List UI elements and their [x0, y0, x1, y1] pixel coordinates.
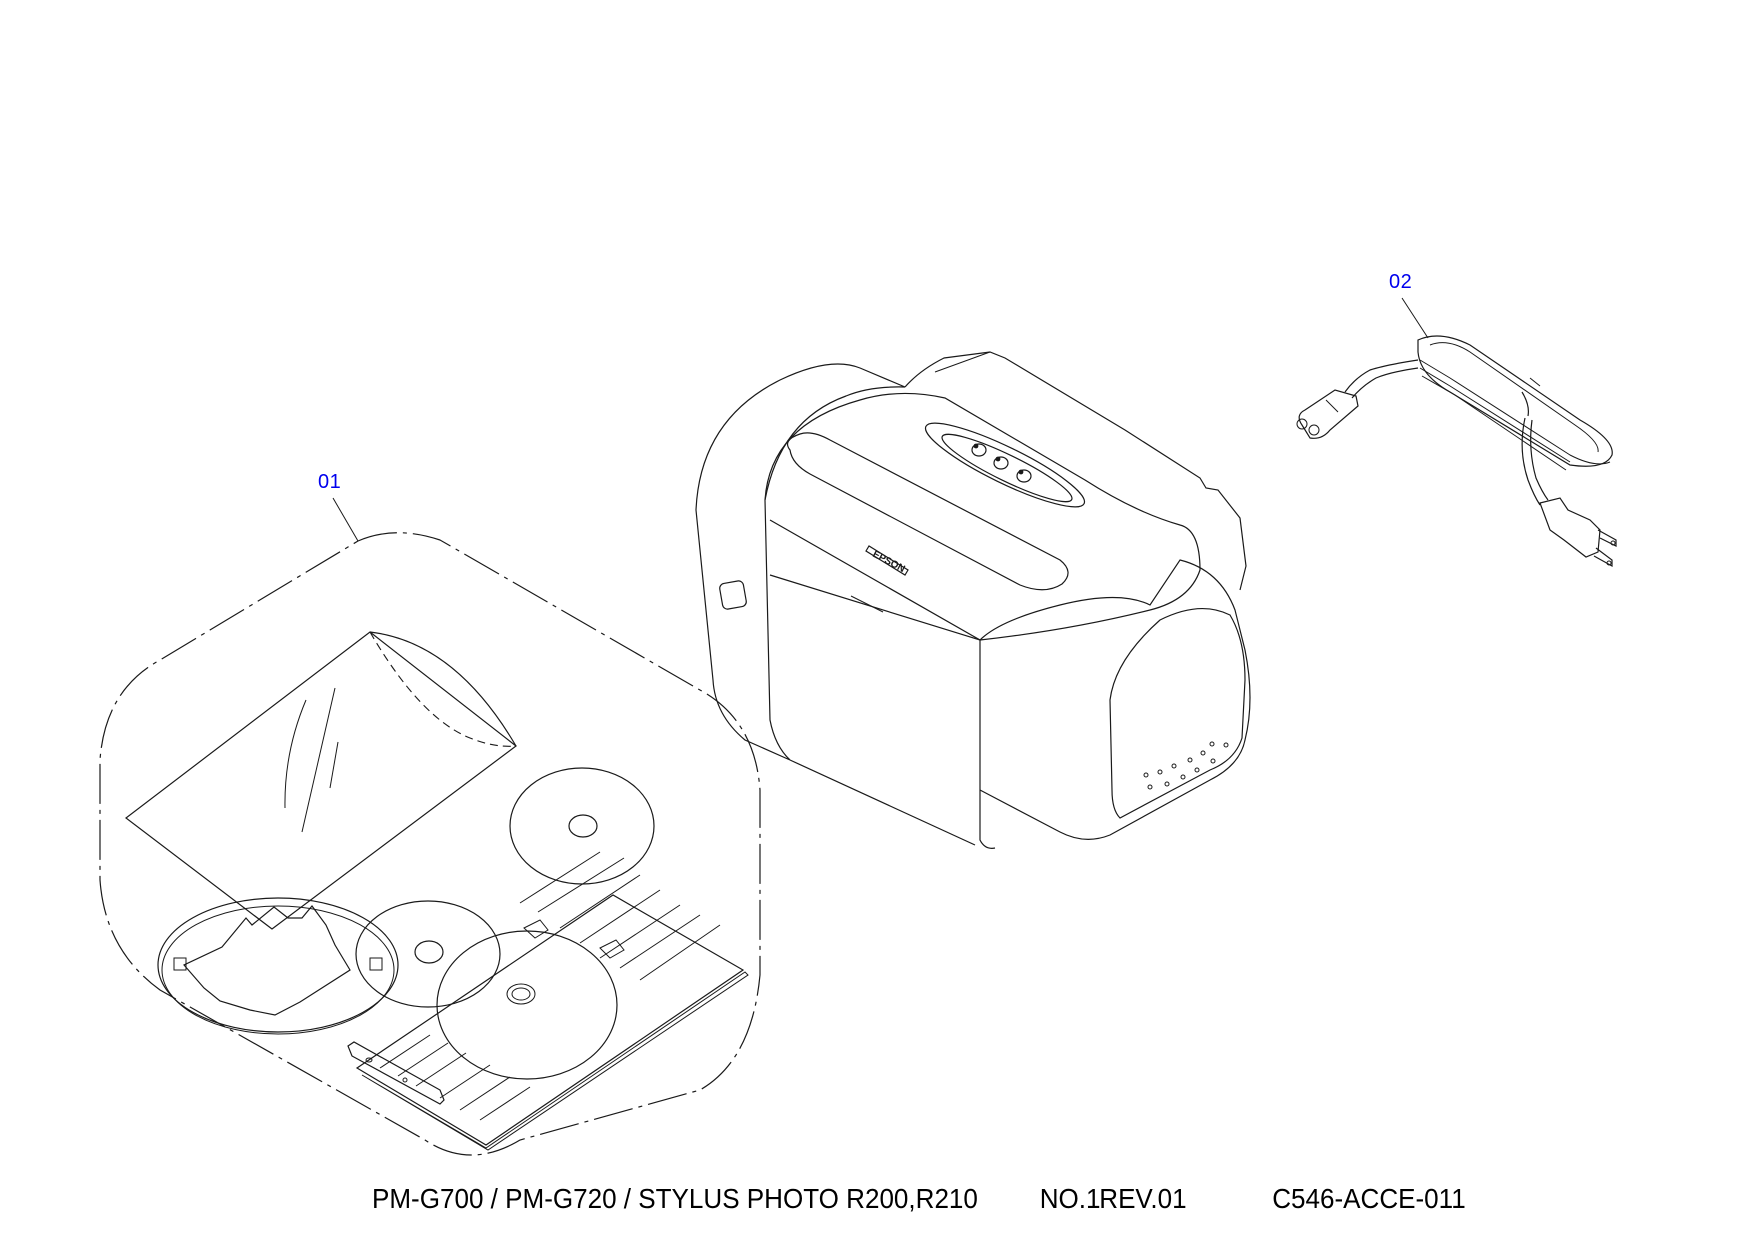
transparency-sheet [125, 631, 517, 930]
accessory-bag-outline [99, 497, 761, 1156]
printer-power-button [719, 580, 747, 610]
footer-revision: REV.01 [1099, 1183, 1187, 1214]
callout-02-leader [1401, 297, 1429, 339]
printer-body: EPSON [695, 351, 1251, 849]
cd-disc-1 [509, 767, 655, 885]
footer-sheet-number: NO.1 [1039, 1183, 1101, 1214]
svg-text:EPSON: EPSON [871, 549, 907, 575]
title-block: PM-G700 / PM-G720 / STYLUS PHOTO R200,R2… [0, 1184, 1631, 1214]
callout-01: 01 [318, 471, 342, 493]
callout-02: 02 [1389, 271, 1413, 293]
vent-holes [1143, 741, 1229, 790]
c7-connector [1298, 389, 1359, 439]
callout-01-leader [332, 497, 359, 542]
cd-disc-2 [355, 900, 501, 1008]
cd-adapter-ring [157, 897, 399, 1035]
us-plug [1539, 497, 1601, 558]
cd-dvd-tray [355, 851, 749, 1151]
footer-drawing-number: C546-ACCE-011 [1272, 1183, 1466, 1214]
tray-guide-strip [347, 1041, 445, 1105]
power-cord [1296, 297, 1617, 568]
brand-badge: EPSON [865, 545, 909, 576]
footer-models: PM-G700 / PM-G720 / STYLUS PHOTO R200,R2… [372, 1183, 978, 1214]
